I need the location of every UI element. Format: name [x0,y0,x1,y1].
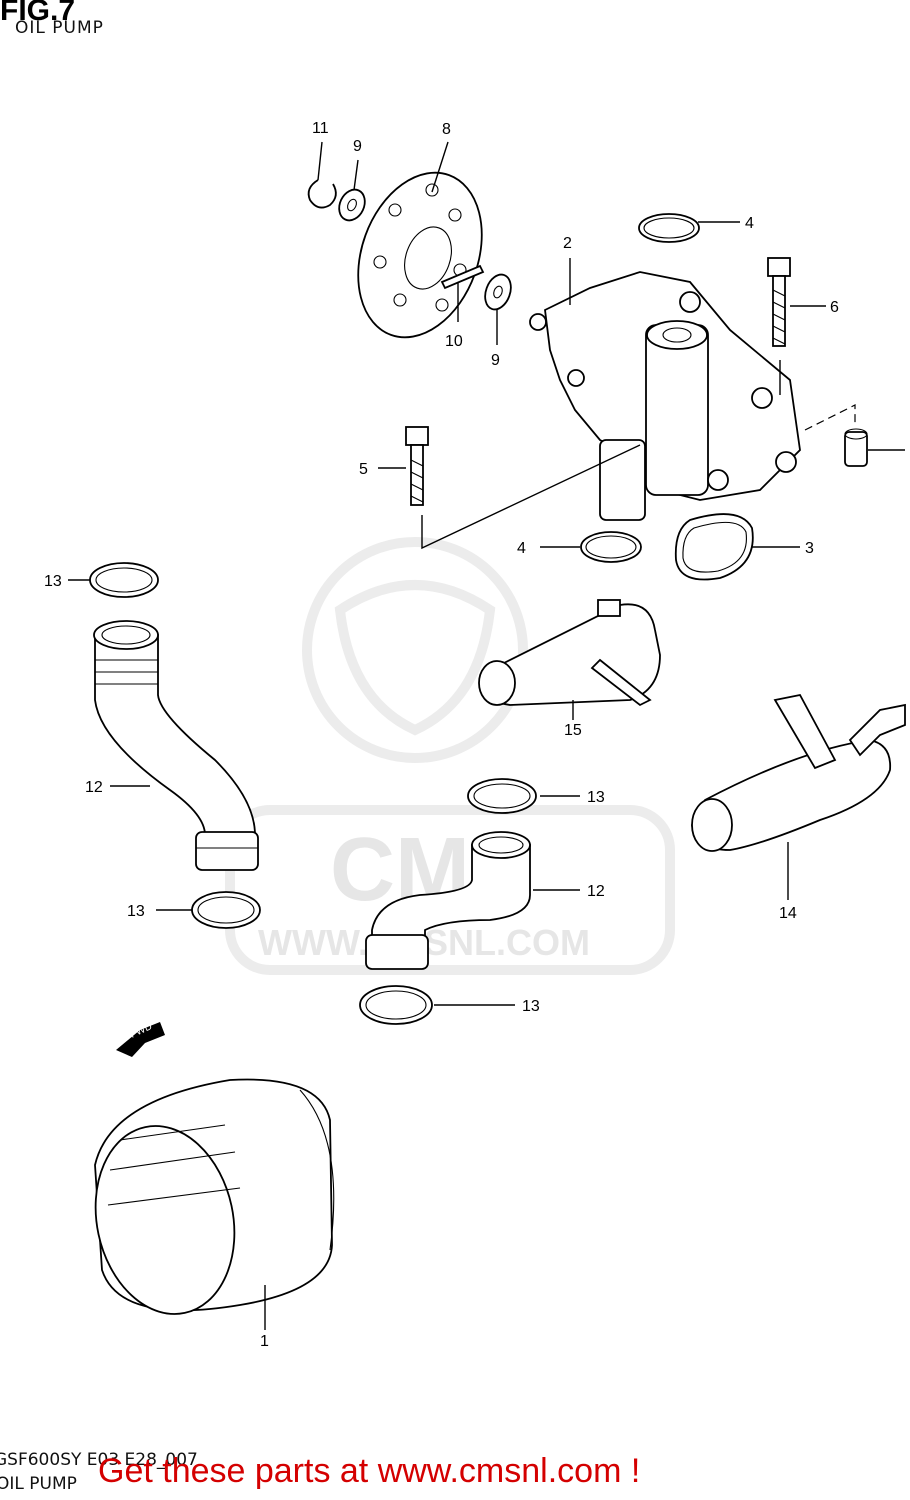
label-11: 11 [312,120,329,137]
label-8: 8 [442,121,451,138]
cta-link-text[interactable]: Get these parts at www.cmsnl.com ! [98,1452,641,1490]
washer-part-9a [338,188,366,222]
pipe-part-14 [691,693,906,852]
o-ring-part-4a [638,213,700,243]
pin-part-10 [440,264,485,290]
gear-part-8 [357,171,483,339]
label-13d: 13 [522,998,540,1015]
pipe-part-12b [365,831,531,970]
o-ring-part-13c [467,778,537,814]
label-5: 5 [359,461,368,478]
o-ring-part-4b [580,531,642,563]
label-1: 1 [260,1333,269,1350]
label-12a: 12 [85,779,103,796]
label-6: 6 [830,299,839,316]
forward-direction-arrow: FWD [116,1021,165,1057]
pipe-part-12a [93,620,259,871]
label-15: 15 [564,722,582,739]
dowel-pin [844,428,868,467]
o-ring-part-13d [359,985,433,1025]
oil-filter-part-1 [94,1078,335,1315]
circlip-part-11 [307,179,337,209]
bolt-part-6 [767,257,791,347]
label-14: 14 [779,905,797,922]
part-number-labels: 11 9 8 10 9 2 4 6 5 4 3 13 12 13 15 13 1… [44,120,839,1350]
footer-title: OIL PUMP [0,1474,77,1494]
label-4b: 4 [517,540,526,557]
label-10: 10 [445,333,463,350]
leader-lines [68,141,905,1330]
label-3: 3 [805,540,814,557]
label-9b: 9 [491,352,500,369]
diagram-code: GSF600SY E03 E28_007 [0,1450,198,1470]
label-12b: 12 [587,883,605,900]
label-13b: 13 [127,903,145,920]
figure-number: FIG.7 [0,0,76,27]
bolt-part-5 [405,426,429,506]
washer-part-9b [484,273,512,311]
o-ring-part-13a [89,562,159,598]
figure-title: OIL PUMP [15,18,104,38]
label-13c: 13 [587,789,605,806]
label-9a: 9 [353,138,362,155]
oil-pump-body-part-2 [529,271,801,521]
label-4a: 4 [745,215,754,232]
gasket-part-3 [674,513,754,581]
label-2: 2 [563,235,572,252]
o-ring-part-13b [191,891,261,929]
strainer-part-15 [478,599,661,707]
label-13a: 13 [44,573,62,590]
